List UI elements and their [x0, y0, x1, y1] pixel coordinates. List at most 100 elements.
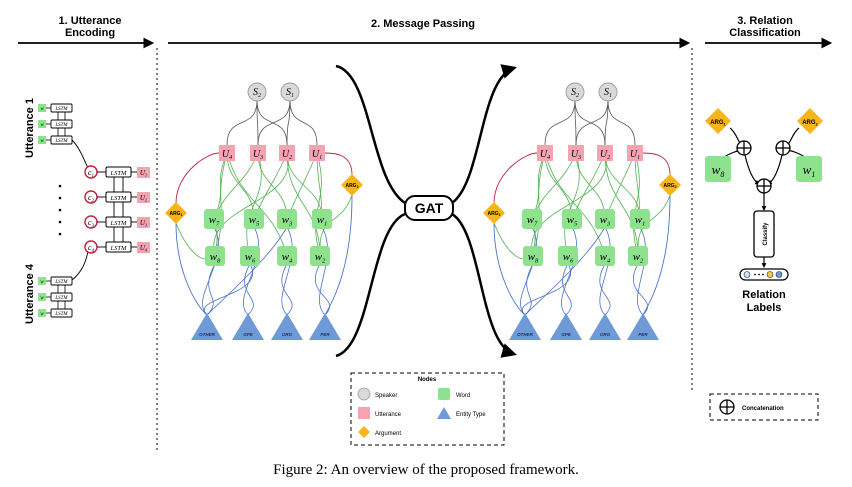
u1-lstm-1: [50, 119, 73, 129]
node-legend: Nodes Speaker Word Utterance Entity Type…: [350, 372, 505, 446]
cls-w1-label: w1: [803, 162, 816, 179]
left-graph-speaker-edge-1: [256, 99, 288, 146]
right-graph-edges: [493, 99, 671, 316]
u1-lstm-label-2: LSTM: [54, 139, 68, 144]
legend-entity-swatch: [437, 407, 451, 419]
section3-title-line1: 3. Relation: [737, 15, 793, 27]
u1-token-0: [38, 104, 46, 112]
right-graph-utterance-1: [568, 145, 584, 161]
left-graph-speaker-1: [280, 82, 300, 102]
u1-output-label: U1: [140, 169, 147, 178]
right-graph-arg2-node: [659, 174, 681, 196]
left-graph-speaker-label-1: S1: [286, 87, 294, 99]
left-graph-entity-2: [271, 313, 303, 340]
concat-legend-icon: [719, 399, 735, 415]
left-graph-speaker-edge-4: [256, 99, 259, 146]
right-graph-words_top-label-3: w1: [635, 214, 646, 228]
legend-utterance-label: Utterance: [375, 412, 402, 418]
left-graph-entity-1: [232, 313, 264, 340]
cls-w1-node: [796, 156, 822, 182]
right-graph-speaker-edge-4: [574, 99, 577, 146]
legend-word-label: Word: [456, 393, 470, 399]
utt-lstm-label-1: LSTM: [110, 170, 127, 177]
right-graph-utterance-3: [627, 145, 643, 161]
left-graph-speaker-edge-3: [289, 99, 318, 146]
relation-labels-line2: Labels: [747, 302, 782, 314]
left-graph-word-entity-edge-8: [206, 226, 288, 316]
relation-classification: ARG1 ARG2 w8 w1 Classify: [705, 108, 823, 421]
section-headers: 1. Utterance Encoding 2. Message Passing…: [18, 15, 833, 450]
right-graph-speaker-1: [598, 82, 618, 102]
right-graph-words_top-2: [595, 209, 615, 229]
legend-speaker-label: Speaker: [375, 393, 397, 399]
right-graph-word-entity-edge-8: [524, 226, 606, 316]
right-graph-utterance-label-2: U2: [600, 149, 610, 161]
right-graph-utterance-label-3: U1: [630, 149, 640, 161]
right-graph-arg1-entity-edge: [493, 222, 526, 316]
right-graph-speaker-edge-0: [544, 99, 576, 146]
right-graph-speaker-edge-3: [607, 99, 636, 146]
utterance4-label: Utterance 4: [24, 263, 36, 324]
legend-speaker-swatch: [357, 387, 371, 401]
u3-output: [137, 217, 150, 228]
left-graph-word-entity-edge-9: [204, 263, 253, 316]
left-graph-utt-word-edge-5: [246, 152, 262, 257]
right-graph-arg1-label: ARG1: [487, 211, 500, 217]
u1-lstm-label-0: LSTM: [54, 107, 68, 112]
right-graph-entity-1: [550, 313, 582, 340]
right-graph-words_bot-2: [595, 246, 615, 266]
right-graph-words_top-0: [522, 209, 542, 229]
right-graph-arg2-utt-edge: [642, 152, 671, 176]
concat-legend-label: Concatenation: [742, 406, 784, 412]
right-graph-speaker-label-1: S1: [604, 87, 612, 99]
left-graph-arg2-word-edge: [319, 194, 353, 248]
right-graph-word-entity-edge-7: [637, 226, 646, 316]
u4-token-0: [38, 277, 46, 285]
legend-word-swatch: [438, 388, 450, 400]
utt-lstm-label-4: LSTM: [110, 245, 127, 252]
legend-box: [350, 372, 505, 446]
right-graph-speaker-edge-2: [575, 99, 609, 146]
right-graph-arg2-label: ARG2: [663, 183, 676, 189]
u1-output: [137, 167, 150, 178]
left-graph-entity-3: [309, 313, 341, 340]
right-graph-entity-label-3: PER: [638, 332, 648, 337]
gat-flow: GAT: [335, 64, 517, 358]
u4-output-label: U4: [140, 244, 148, 253]
left-graph-edges: [175, 99, 353, 316]
right-graph-word-entity-edge-6: [632, 263, 649, 316]
section1-title-line2: Encoding: [65, 27, 115, 39]
right-graph-words_bot-0: [523, 246, 543, 266]
right-graph-entity-2: [589, 313, 621, 340]
section2-title: 2. Message Passing: [371, 18, 475, 30]
left-graph-words_bot-label-1: w6: [245, 251, 256, 265]
right-graph-word-entity-edge-9: [522, 263, 571, 316]
vertical-ellipsis: [58, 184, 62, 236]
u1-token-label-1: w: [40, 123, 44, 128]
right-graph-word-entity-edge-3: [561, 226, 577, 316]
right-graph-utt-word-edge-11: [633, 152, 640, 257]
left-graph-utterance-label-0: U4: [222, 149, 232, 161]
right-graph-words_bot-label-3: w2: [633, 251, 644, 265]
right-graph-utterance-label-0: U4: [540, 149, 550, 161]
right-graph-utterance-2: [597, 145, 613, 161]
left-graph-entity-label-1: GPE: [243, 332, 254, 337]
right-graph-words_top-label-0: w7: [527, 214, 538, 228]
right-graph-words_top-1: [562, 209, 582, 229]
right-graph-word-entity-edge-4: [599, 263, 611, 316]
right-graph-arg2-word-edge: [637, 194, 671, 248]
left-graph-utt-word-edge-8: [213, 152, 289, 257]
u2-output-label: U2: [140, 194, 148, 203]
u1-token-2: [38, 136, 46, 144]
legend-utterance-swatch: [358, 407, 370, 419]
u2-output: [137, 192, 150, 203]
concat-op-center: [756, 178, 772, 194]
right-graph-speaker-label-0: S2: [571, 87, 579, 99]
left-graph-entity-label-0: OTHER: [199, 332, 216, 337]
